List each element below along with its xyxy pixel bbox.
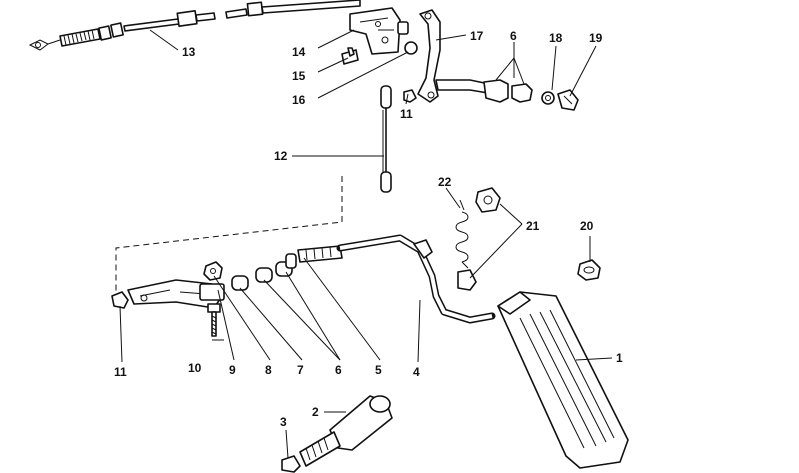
callout-19: 19	[589, 31, 603, 45]
connecting-rod	[380, 85, 392, 193]
upper-bracket	[341, 7, 418, 65]
throttle-cable	[28, 0, 361, 51]
callout-13: 13	[182, 45, 196, 59]
lever-arm	[403, 9, 579, 111]
callout-20: 20	[580, 219, 594, 233]
callout-11-lower: 11	[114, 365, 127, 379]
callout-16: 16	[292, 93, 306, 107]
callout-10: 10	[188, 361, 202, 375]
callout-17: 17	[470, 29, 484, 43]
callout-21: 21	[526, 219, 540, 233]
callout-14: 14	[292, 45, 306, 59]
callout-5: 5	[375, 363, 382, 377]
callout-15: 15	[292, 69, 306, 83]
callout-18: 18	[549, 31, 563, 45]
callout-6-upper: 6	[510, 29, 517, 43]
callout-labels: 13 14 15 16 17 6 18 19 11 12 22 21 20 1 …	[114, 29, 623, 429]
leader-lines	[119, 29, 613, 459]
assembly-outline	[115, 176, 343, 296]
stop-buffer	[577, 259, 601, 281]
kickdown-adjuster	[281, 395, 393, 473]
callout-3: 3	[280, 415, 287, 429]
callout-12: 12	[274, 149, 288, 163]
callout-9: 9	[229, 363, 236, 377]
accelerator-pedal	[497, 291, 629, 469]
callout-4: 4	[413, 365, 420, 379]
callout-11-upper: 11	[400, 107, 413, 121]
callout-22: 22	[438, 175, 452, 189]
callout-7: 7	[297, 363, 304, 377]
callout-6-lower: 6	[335, 363, 342, 377]
callout-2: 2	[312, 405, 319, 419]
callout-1: 1	[616, 351, 623, 365]
lower-linkage	[111, 187, 501, 337]
callout-8: 8	[265, 363, 272, 377]
return-spring	[455, 199, 469, 269]
